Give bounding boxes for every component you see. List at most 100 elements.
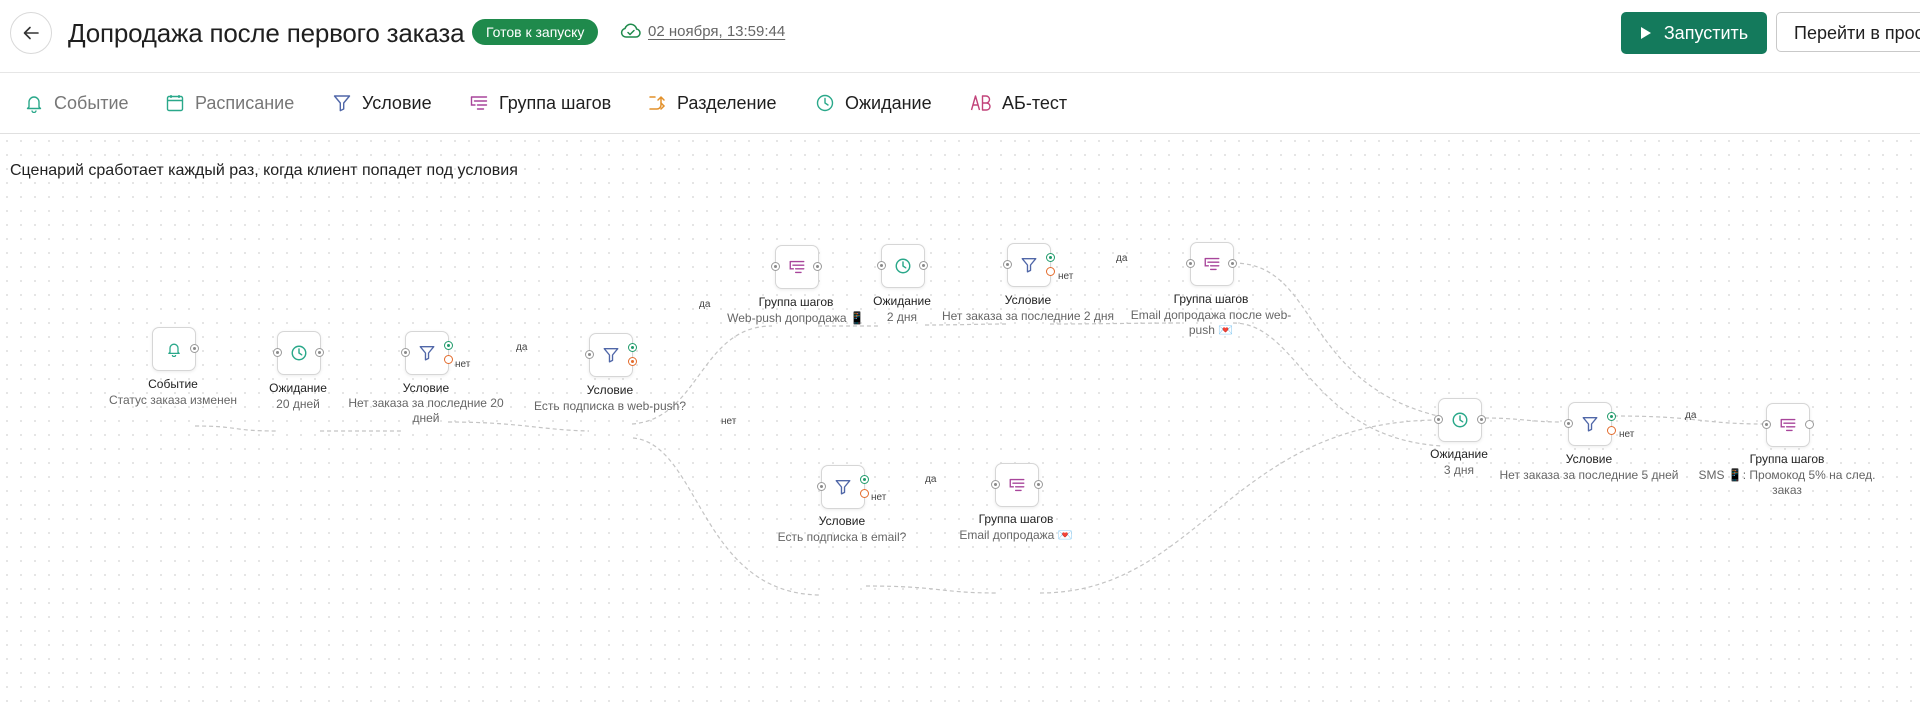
clock-icon [291, 345, 307, 361]
node-title: Условие [1565, 452, 1613, 466]
node-input-port[interactable] [1002, 259, 1012, 269]
node-output-port[interactable] [1804, 419, 1814, 429]
edge-label-no: нет [721, 416, 737, 427]
node-title: Ожидание [269, 381, 327, 395]
tool-event-label: Событие [54, 92, 129, 113]
page-title: Допродажа после первого заказа [68, 18, 465, 48]
goto-preview-button[interactable]: Перейти в просм [1776, 12, 1920, 52]
node-title: Группа шагов [1749, 452, 1825, 466]
node-input-port[interactable] [1185, 258, 1195, 268]
node-group-sms[interactable] [1766, 403, 1810, 447]
link [1039, 419, 1441, 594]
edge-label-yes: да [1685, 410, 1697, 421]
split-icon [649, 96, 666, 110]
node-input-port[interactable] [1761, 419, 1771, 429]
tool-schedule-label: Расписание [195, 92, 295, 113]
tool-split-label: Разделение [677, 92, 777, 113]
node-title: Группа шагов [978, 512, 1054, 526]
node-title: Условие [1004, 293, 1052, 307]
step-group-icon [1009, 478, 1025, 492]
node-title: Условие [818, 514, 866, 528]
node-input-port[interactable] [584, 349, 594, 359]
node-subtitle: Нет заказа за последние 5 дней [1499, 468, 1679, 482]
calendar-icon [166, 95, 184, 112]
bell-icon [168, 343, 180, 357]
node-condition-web-push[interactable] [589, 333, 633, 377]
node-subtitle: Email допродажа 💌 [959, 528, 1073, 542]
node-title: Группа шагов [758, 295, 834, 309]
node-input-port[interactable] [770, 261, 780, 271]
node-subtitle: Есть подписка в email? [777, 530, 907, 544]
no-port[interactable] [1045, 266, 1055, 276]
flow-canvas[interactable]: Сценарий сработает каждый раз, когда кли… [0, 134, 1920, 706]
node-output-port[interactable] [1227, 258, 1237, 268]
edge-label-no: нет [455, 359, 471, 370]
node-condition-5-days[interactable] [1568, 402, 1612, 446]
node-input-port[interactable] [816, 481, 826, 491]
back-button[interactable] [10, 12, 52, 54]
yes-port[interactable] [1045, 252, 1055, 262]
tool-condition[interactable]: Условие [332, 73, 432, 133]
node-input-port[interactable] [876, 260, 886, 270]
cloud-check-icon [620, 23, 641, 38]
link [447, 421, 590, 432]
node-output-port[interactable] [1476, 414, 1486, 424]
launch-button-label: Запустить [1663, 22, 1749, 43]
filter-icon [419, 346, 435, 361]
saved-time[interactable]: 02 ноября, 13:59:44 [648, 23, 786, 40]
link [631, 325, 773, 425]
yes-port[interactable] [859, 474, 869, 484]
node-output-port[interactable] [812, 261, 822, 271]
edge-label-yes: да [699, 299, 711, 310]
tool-ab-test[interactable]: АБ-тест [970, 73, 1067, 133]
tool-step-group[interactable]: Группа шагов [469, 73, 611, 133]
node-input-port[interactable] [1563, 418, 1573, 428]
node-event[interactable] [152, 327, 196, 371]
tool-split[interactable]: Разделение [647, 73, 777, 133]
link [1049, 322, 1183, 325]
filter-icon [835, 480, 851, 495]
tool-step-group-label: Группа шагов [499, 92, 612, 113]
node-input-port[interactable] [1433, 414, 1443, 424]
no-port[interactable] [1606, 425, 1616, 435]
clock-icon [895, 258, 911, 274]
node-subtitle: Web-push допродажа 📱 [727, 311, 865, 325]
yes-port[interactable] [1606, 411, 1616, 421]
node-output-port[interactable] [189, 343, 199, 353]
node-condition-20-days[interactable] [405, 331, 449, 375]
node-input-port[interactable] [400, 347, 410, 357]
filter-icon [1021, 258, 1037, 273]
no-port[interactable] [443, 354, 453, 364]
node-output-port[interactable] [1033, 479, 1043, 489]
node-subtitle: Нет заказа за последние 20 дней [348, 396, 504, 425]
node-condition-email[interactable] [821, 465, 865, 509]
tool-schedule[interactable]: Расписание [165, 73, 294, 133]
no-port[interactable] [859, 488, 869, 498]
tool-wait[interactable]: Ожидание [815, 73, 932, 133]
launch-button[interactable]: Запустить [1621, 12, 1767, 54]
node-output-port[interactable] [918, 260, 928, 270]
node-group-email[interactable] [995, 463, 1039, 507]
yes-port[interactable] [627, 342, 637, 352]
link [1484, 417, 1562, 423]
tool-ab-test-label: АБ-тест [1002, 92, 1068, 113]
no-port[interactable] [627, 356, 637, 366]
node-wait-3-days[interactable] [1438, 398, 1482, 442]
play-icon [1640, 27, 1651, 39]
node-condition-2-days[interactable] [1007, 243, 1051, 287]
node-input-port[interactable] [990, 479, 1000, 489]
step-group-icon [470, 96, 488, 110]
tool-event[interactable]: Событие [24, 73, 129, 133]
status-badge: Готов к запуску [472, 19, 599, 45]
yes-port[interactable] [443, 340, 453, 350]
step-group-icon [1780, 418, 1796, 432]
filter-icon [1582, 417, 1598, 432]
node-title: Группа шагов [1173, 292, 1249, 306]
node-subtitle: 20 дней [276, 397, 320, 411]
node-input-port[interactable] [272, 347, 282, 357]
link [632, 437, 821, 596]
filter-icon [603, 348, 619, 363]
node-wait-2-days[interactable] [881, 244, 925, 288]
edge-label-yes: да [925, 474, 937, 485]
node-output-port[interactable] [314, 347, 324, 357]
